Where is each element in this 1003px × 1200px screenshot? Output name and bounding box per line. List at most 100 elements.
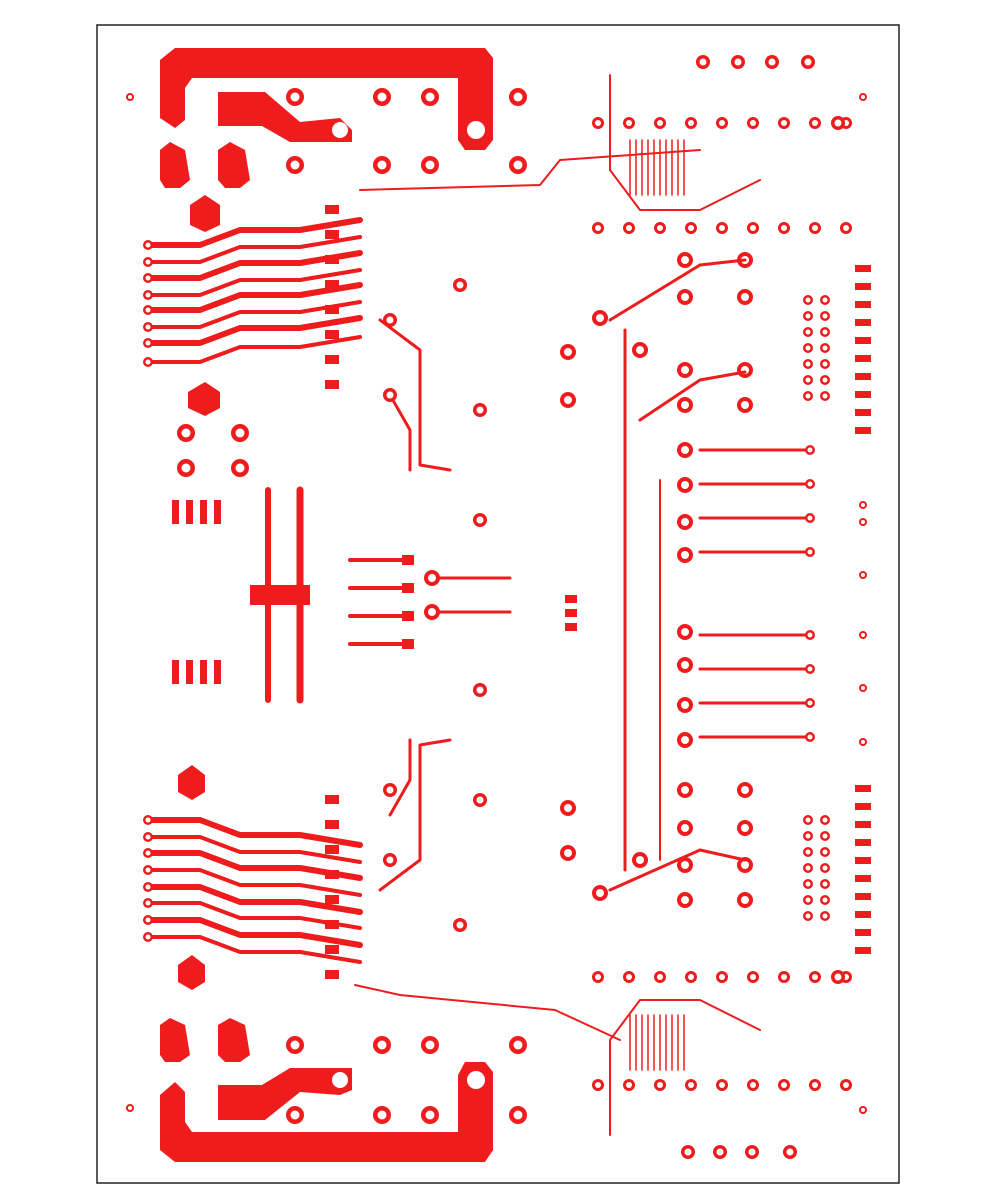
via-drill: [822, 313, 828, 319]
smd-pad: [325, 205, 339, 214]
via-drill: [377, 160, 387, 170]
via-drill: [425, 1040, 435, 1050]
via-drill: [807, 515, 813, 521]
smd-pad: [325, 845, 339, 854]
smd-pad: [325, 305, 339, 314]
via-drill: [476, 406, 484, 414]
via-drill: [812, 120, 818, 126]
via-drill: [822, 377, 828, 383]
via-drill: [741, 786, 749, 794]
via-drill: [456, 281, 464, 289]
smd-pad: [855, 821, 871, 828]
smd-pad: [172, 660, 179, 684]
via-drill: [822, 393, 828, 399]
via-drill: [805, 361, 811, 367]
smd-pad: [855, 301, 871, 308]
via-drill: [513, 1040, 523, 1050]
via-drill: [741, 824, 749, 832]
smd-pad: [325, 280, 339, 289]
via-drill: [476, 796, 484, 804]
via-drill: [181, 428, 191, 438]
via-drill: [386, 786, 394, 794]
via-drill: [719, 1082, 725, 1088]
via-drill: [145, 275, 151, 281]
via-drill: [861, 1108, 865, 1112]
via-drill: [476, 516, 484, 524]
via-drill: [681, 786, 689, 794]
via-drill: [595, 225, 601, 231]
smd-pad: [325, 970, 339, 979]
via-drill: [636, 346, 644, 354]
via-drill: [834, 119, 842, 127]
via-drill: [513, 92, 523, 102]
via-drill: [807, 481, 813, 487]
smd-pad: [855, 265, 871, 272]
smd-pad: [325, 355, 339, 364]
via-drill: [805, 377, 811, 383]
via-drill: [476, 686, 484, 694]
via-drill: [681, 551, 689, 559]
via-drill: [595, 1082, 601, 1088]
via-drill: [456, 921, 464, 929]
via-drill: [425, 1110, 435, 1120]
via-drill: [719, 120, 725, 126]
smd-pad: [855, 319, 871, 326]
trace: [354, 984, 621, 1041]
trace: [145, 315, 363, 346]
via-drill: [684, 1148, 692, 1156]
copper-pour: [218, 92, 352, 142]
via-drill: [734, 58, 742, 66]
via-drill: [804, 58, 812, 66]
via-drill: [681, 896, 689, 904]
via-drill: [741, 861, 749, 869]
via-drill: [807, 632, 813, 638]
smd-pad: [325, 945, 339, 954]
smd-pad: [200, 660, 207, 684]
via-drill: [741, 293, 749, 301]
smd-pad: [855, 911, 871, 918]
via-drill: [750, 120, 756, 126]
via-drill: [861, 740, 865, 744]
via-drill: [681, 518, 689, 526]
via-drill: [145, 359, 151, 365]
via-drill: [812, 974, 818, 980]
via-drill: [145, 934, 151, 940]
via-drill: [861, 503, 865, 507]
via-drill: [805, 345, 811, 351]
via-drill: [145, 834, 151, 840]
via-drill: [235, 463, 245, 473]
copper-pour: [218, 1068, 352, 1120]
via-drill: [822, 849, 828, 855]
via-drill: [145, 817, 151, 823]
via-drill: [595, 120, 601, 126]
smd-pad: [325, 330, 339, 339]
smd-pad: [565, 609, 577, 617]
copper-pour: [160, 48, 493, 150]
via-drill: [812, 225, 818, 231]
smd-pad: [855, 929, 871, 936]
trace: [608, 848, 702, 892]
smd-pad: [855, 839, 871, 846]
smd-pad: [325, 795, 339, 804]
via-drill: [595, 974, 601, 980]
via-drill: [805, 833, 811, 839]
via-drill: [805, 897, 811, 903]
via-drill: [290, 1040, 300, 1050]
via-drill: [768, 58, 776, 66]
via-drill: [781, 225, 787, 231]
via-drill: [564, 849, 572, 857]
via-drill: [822, 865, 828, 871]
trace: [608, 263, 702, 322]
via-drill: [805, 329, 811, 335]
via-drill: [807, 447, 813, 453]
smd-pad: [325, 820, 339, 829]
via-drill: [805, 849, 811, 855]
via-drill: [834, 973, 842, 981]
smd-pad: [186, 500, 193, 524]
trace: [388, 738, 412, 817]
via-drill: [861, 520, 865, 524]
via-drill: [786, 1148, 794, 1156]
trace: [698, 370, 747, 382]
smd-pad: [855, 785, 871, 792]
